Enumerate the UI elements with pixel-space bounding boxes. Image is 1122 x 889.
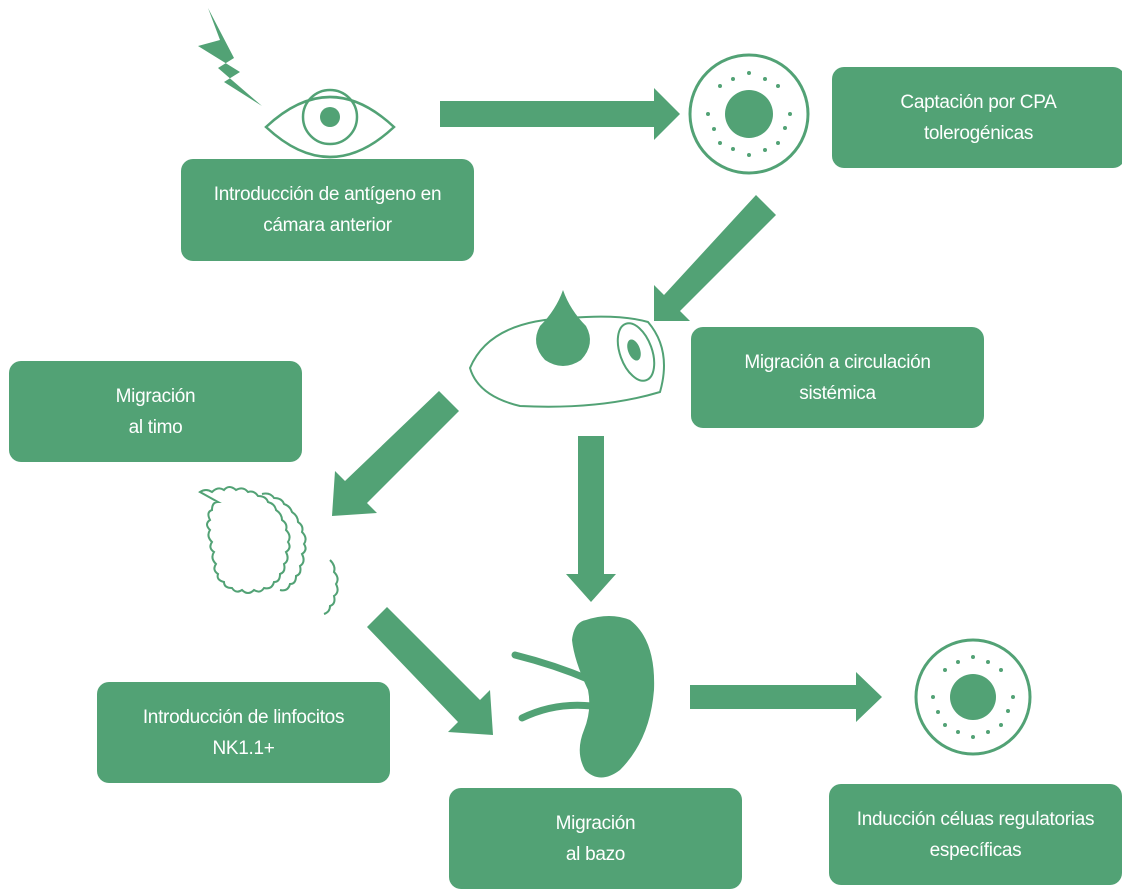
arrow-eye-to-cpa — [440, 88, 680, 140]
box-line: al timo — [128, 416, 183, 438]
box-line: Introducción de linfocitos — [142, 706, 345, 728]
arrow-circulation-to-spleen — [566, 436, 616, 602]
box-introduccion-antigeno: Introducción de antígeno en cámara anter… — [181, 159, 474, 261]
lightning-icon — [198, 8, 262, 106]
regulatory-cell-icon — [914, 638, 1032, 756]
antigen-presenting-cell-icon — [688, 53, 810, 175]
box-line: al bazo — [565, 843, 626, 865]
box-line: NK1.1+ — [212, 737, 275, 759]
box-induccion-celulas: Inducción céluas regulatorias específica… — [829, 784, 1122, 885]
box-line: cámara anterior — [263, 215, 392, 236]
box-line: específicas — [929, 839, 1022, 861]
box-line: sistémica — [799, 382, 876, 404]
box-migracion-bazo: Migración al bazo — [449, 788, 742, 889]
box-line: Inducción céluas regulatorias — [856, 808, 1095, 830]
box-migracion-timo: Migración al timo — [9, 361, 302, 462]
thymus-icon — [198, 486, 339, 615]
box-introduccion-linfocitos: Introducción de linfocitos NK1.1+ — [97, 682, 390, 783]
box-migracion-circulacion: Migración a circulación sistémica — [691, 327, 984, 428]
box-captacion-cpa: Captación por CPA tolerogénicas — [832, 67, 1122, 168]
arrow-cpa-to-circulation — [654, 195, 776, 321]
box-line: Migración a circulación — [744, 351, 931, 373]
box-line: Migración — [555, 812, 636, 834]
box-line: Introducción de antígeno en — [213, 184, 442, 205]
eye-icon — [264, 88, 396, 159]
arrow-circulation-to-thymus — [332, 391, 459, 516]
spleen-icon — [511, 616, 655, 778]
box-line: tolerogénicas — [923, 122, 1034, 144]
arrow-thymus-to-spleen — [367, 607, 493, 735]
box-line: Migración — [115, 385, 196, 407]
arrow-spleen-to-regulatory — [690, 672, 882, 722]
box-line: Captación por CPA — [900, 91, 1057, 113]
blood-vessel-icon — [468, 290, 665, 408]
